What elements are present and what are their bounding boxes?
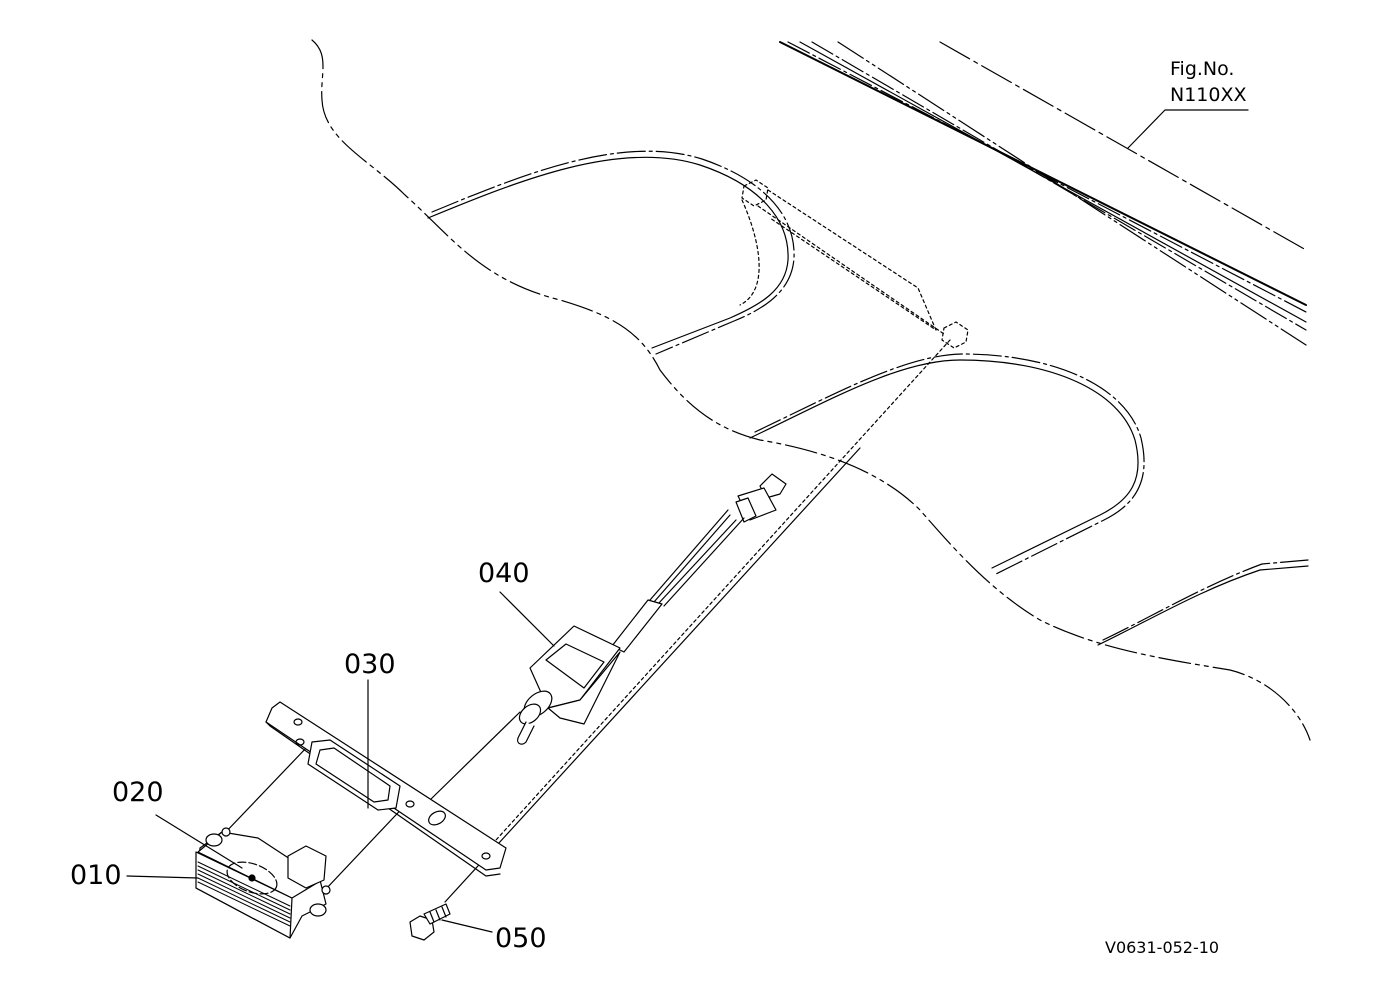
connector-socket bbox=[195, 827, 331, 939]
indicator-lamp bbox=[226, 861, 278, 895]
part-number-050: 050 bbox=[495, 923, 547, 954]
mounting-plate bbox=[265, 701, 507, 877]
leader-lines bbox=[126, 109, 1249, 933]
figure-label: Fig.No. bbox=[1170, 58, 1235, 80]
frame-rail bbox=[779, 41, 1307, 346]
lower-loop-panel bbox=[749, 353, 1145, 575]
figure-number: N110XX bbox=[1170, 84, 1247, 106]
part-number-020: 020 bbox=[112, 777, 164, 808]
right-flange bbox=[1097, 559, 1309, 646]
screw bbox=[409, 903, 451, 941]
assembly-guide-lines bbox=[221, 339, 951, 903]
drawing-code: V0631-052-10 bbox=[1105, 938, 1220, 957]
body-outline-phantom bbox=[311, 39, 1311, 741]
mounting-points bbox=[739, 179, 969, 349]
part-number-030: 030 bbox=[344, 649, 396, 680]
part-number-010: 010 bbox=[70, 860, 122, 891]
toggle-switch-assembly bbox=[517, 473, 787, 745]
part-number-040: 040 bbox=[478, 558, 530, 589]
upper-loop-panel bbox=[427, 150, 795, 355]
